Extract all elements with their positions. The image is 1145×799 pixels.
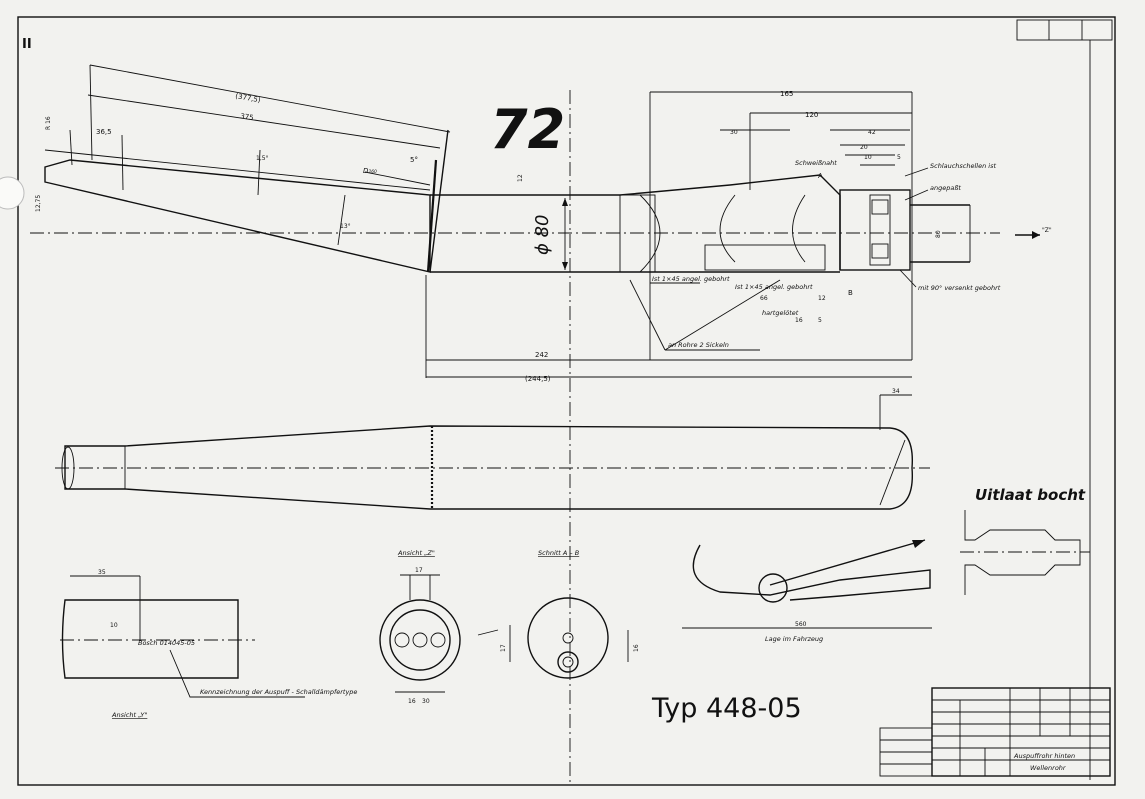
dim-10: 10 bbox=[864, 154, 872, 161]
dim-angle-low: 13° bbox=[340, 223, 351, 230]
dim-angle-top: 5° bbox=[410, 156, 418, 164]
muffler-body bbox=[729, 174, 841, 270]
dim-12: 12 bbox=[818, 295, 826, 302]
dim-top: 375 bbox=[240, 112, 254, 122]
dim-20: 20 bbox=[860, 144, 868, 151]
sheet-number: 72 bbox=[490, 98, 565, 161]
dim-diameter-inner: 80 bbox=[935, 230, 942, 238]
dim-installed-length: 560 bbox=[795, 621, 807, 628]
dim-120: 120 bbox=[805, 111, 818, 119]
callout-kennzeichnung: Kennzeichnung der Auspuff - Schalldämpfe… bbox=[200, 688, 357, 696]
flange-assembly bbox=[839, 189, 911, 271]
dim-left-height: 12,75 bbox=[35, 195, 42, 212]
arrow-z-label: "Z" bbox=[1042, 227, 1052, 234]
dim-section-16: 16 bbox=[633, 644, 640, 652]
section-circle bbox=[527, 597, 609, 679]
view-z-outer-ring bbox=[379, 599, 461, 681]
svg-text:12: 12 bbox=[517, 174, 524, 182]
callout-hartgeloetet: hartgelötet bbox=[762, 309, 799, 317]
dim-left-radius: R 16 bbox=[45, 116, 52, 130]
dim-view-z-17: 17 bbox=[415, 567, 423, 574]
margin-mark: II bbox=[22, 37, 32, 52]
tube-end-cut bbox=[429, 129, 449, 273]
bend-sketch bbox=[964, 510, 1081, 595]
side-view-tube bbox=[64, 425, 914, 510]
angled-tube-outline bbox=[44, 159, 431, 273]
callout-schlauchschellen: Schlauchschellen ist bbox=[930, 162, 996, 170]
angled-centerline bbox=[44, 149, 431, 191]
header-box bbox=[1016, 19, 1113, 41]
dim-165: 165 bbox=[780, 90, 793, 98]
dim-view-z-30: 30 bbox=[422, 698, 430, 705]
callout-rohre-sickeln: an Rohre 2 Sickeln bbox=[668, 341, 729, 349]
svg-text:D₁₆₀: D₁₆₀ bbox=[363, 167, 377, 175]
view-z-inner-ring bbox=[389, 609, 451, 671]
view-y-outline bbox=[61, 599, 239, 679]
muffler-inlet bbox=[619, 194, 656, 273]
dim-view-y-10: 10 bbox=[110, 622, 118, 629]
caption-section: Schnitt A – B bbox=[538, 549, 580, 557]
dim-42: 42 bbox=[868, 129, 876, 136]
marker-a: A bbox=[818, 172, 823, 180]
dim-242: 242 bbox=[535, 351, 548, 359]
marker-b: B bbox=[848, 289, 853, 297]
caption-installed: Lage im Fahrzeug bbox=[765, 635, 823, 643]
punch-hole bbox=[0, 176, 25, 210]
callout-angepasst: angepaßt bbox=[930, 184, 961, 192]
dim-view-y-35: 35 bbox=[98, 569, 106, 576]
outer-border bbox=[17, 16, 1116, 786]
weld-seam bbox=[426, 159, 438, 273]
installed-position-sketch bbox=[692, 544, 931, 601]
dim-section-17: 17 bbox=[500, 644, 507, 652]
callout-schweissnaht-1: Schweißnaht bbox=[795, 159, 837, 167]
dim-66: 66 bbox=[760, 295, 768, 302]
part-reference: Bosch 014045-05 bbox=[138, 639, 195, 647]
dim-5b: 5 bbox=[818, 317, 822, 324]
dim-angle-mid: 1,5° bbox=[256, 155, 269, 162]
callout-gebohrt-1: Ist 1×45 angel. gebohrt bbox=[652, 275, 730, 283]
dim-diameter: ϕ 80 bbox=[532, 215, 553, 256]
callout-versenkt: mit 90° versenkt gebohrt bbox=[918, 284, 1001, 292]
caption-view-y: Ansicht „Y" bbox=[111, 711, 147, 719]
dim-line-top2 bbox=[87, 94, 441, 149]
inner-pipe bbox=[704, 244, 826, 271]
dim-view-z-16: 16 bbox=[408, 698, 416, 705]
dim-5: 5 bbox=[897, 154, 901, 161]
caption-view-z: Ansicht „Z" bbox=[397, 549, 435, 557]
dim-244: (244,5) bbox=[525, 375, 551, 383]
type-label: Typ 448-05 bbox=[651, 693, 802, 724]
dim-top-total: (377,5) bbox=[235, 92, 262, 104]
dim-tip-34: 34 bbox=[892, 388, 900, 395]
title-name: Auspuffrohr hinten bbox=[1013, 752, 1075, 760]
callout-gebohrt-2: Ist 1×45 angel. gebohrt bbox=[735, 283, 813, 291]
handwritten-note: Uitlaat bocht bbox=[975, 486, 1086, 504]
dim-16: 16 bbox=[795, 317, 803, 324]
dim-left-offset: 36,5 bbox=[96, 128, 112, 136]
title-block: Auspuffrohr hinten Wellenrohr bbox=[879, 687, 1111, 777]
dim-line-top bbox=[89, 64, 451, 133]
dim-30: 30 bbox=[730, 129, 738, 136]
title-subtitle: Wellenrohr bbox=[1030, 764, 1067, 772]
